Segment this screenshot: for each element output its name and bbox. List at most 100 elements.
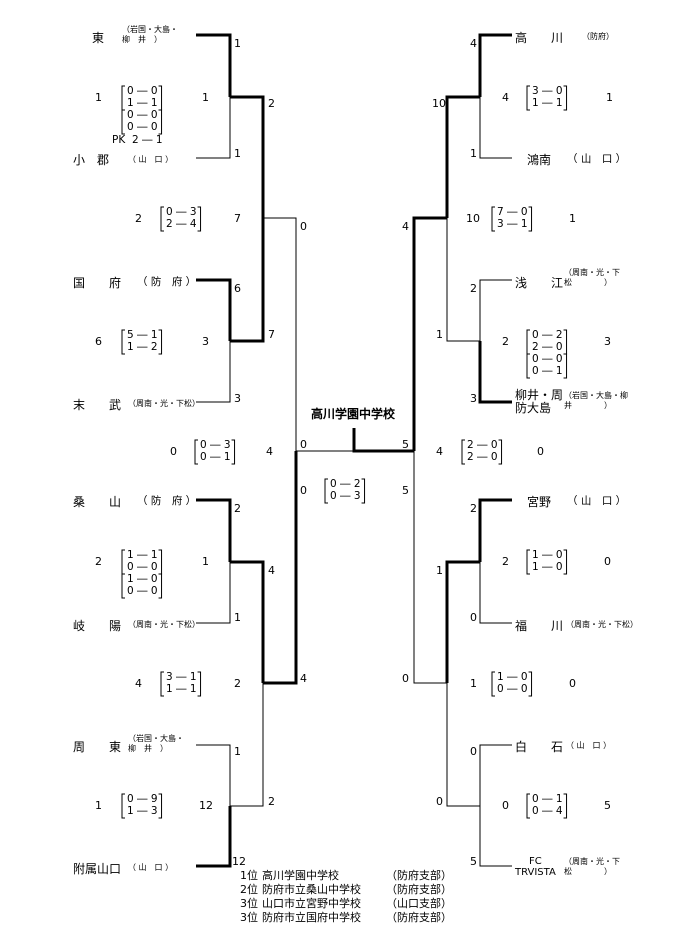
game-detail: 0 ― 0 (127, 109, 158, 121)
team-region: （ 山 口 ） (566, 741, 612, 750)
score-bracket (158, 109, 163, 135)
game-detail: 2 ― 0 (467, 451, 498, 463)
score: 2 (268, 795, 275, 808)
score: 2 (135, 212, 142, 225)
score-bracket (528, 671, 533, 697)
score-bracket (121, 85, 125, 111)
score-bracket (158, 793, 163, 819)
score: 2 (502, 335, 509, 348)
game-detail: 3 ― 1 (166, 671, 197, 683)
bracket-line (479, 562, 512, 624)
team-name: 国 府 (73, 276, 122, 290)
score-bracket (526, 329, 530, 355)
bracket-line (196, 562, 231, 624)
game-detail: 0 ― 4 (532, 805, 563, 817)
bracket-line (352, 428, 414, 453)
score-bracket (526, 549, 530, 575)
team-region: （防府） (582, 32, 614, 41)
score: 0 (300, 484, 307, 497)
score: 0 (402, 672, 409, 685)
score-bracket (563, 329, 568, 355)
team-name: 末 武 (73, 398, 122, 412)
score: 0 (300, 438, 307, 451)
game-detail: 1 ― 3 (127, 805, 158, 817)
score: 1 (569, 212, 576, 225)
game-detail: 2 ― 0 (532, 341, 563, 353)
score: 4 (402, 220, 409, 233)
score-bracket (160, 206, 164, 232)
score: 5 (402, 484, 409, 497)
score: 0 (300, 220, 307, 233)
bracket-line (413, 451, 447, 684)
score: 1 (470, 677, 477, 690)
score: 1 (234, 147, 241, 160)
score-bracket (197, 671, 202, 697)
team-name: 桑 山 (73, 495, 122, 509)
team-region: （ 防 府 ） (137, 276, 197, 288)
team-name: 鴻南 (527, 153, 552, 167)
rank-branch: （防府支部） (386, 883, 452, 896)
score-bracket (324, 478, 328, 504)
team-name: FC TRVISTA (515, 856, 556, 878)
team-region: （ 防 府 ） (137, 495, 197, 507)
score-bracket (231, 439, 236, 465)
score: 1 (234, 611, 241, 624)
score: 6 (234, 282, 241, 295)
team-name: 岐 陽 (73, 619, 122, 633)
game-detail: 1 ― 1 (127, 97, 158, 109)
score: 3 (470, 392, 477, 405)
bracket-line (230, 560, 265, 683)
team-region: （岩国・大島・ 柳 井 ） (122, 25, 178, 44)
score: 3 (202, 335, 209, 348)
score-bracket (158, 85, 163, 111)
score: 2 (470, 502, 477, 515)
score-bracket (526, 793, 530, 819)
score: 1 (202, 555, 209, 568)
team-region: （周南・光・下松） (128, 620, 200, 629)
bracket-line (445, 560, 480, 683)
score: 10 (466, 212, 480, 225)
game-detail: 1 ― 1 (532, 97, 563, 109)
rank-place: 2位 (240, 883, 258, 896)
bracket-line (196, 278, 232, 341)
rank-branch: （防府支部） (386, 869, 452, 882)
score: 4 (436, 445, 443, 458)
bracket-line (479, 97, 512, 159)
bracket-line (446, 683, 480, 807)
team-name: 白 石 (515, 740, 564, 754)
game-detail: 1 ― 2 (127, 341, 158, 353)
bracket-line (263, 217, 297, 451)
score: 0 (537, 445, 544, 458)
score-bracket (491, 671, 495, 697)
champion-label: 高川学園中学校 (311, 407, 396, 421)
game-detail: 2 ― 0 (467, 439, 498, 451)
game-detail: 0 ― 0 (127, 561, 158, 573)
score-bracket (491, 206, 495, 232)
bracket-line (479, 279, 512, 341)
game-detail: 0 ― 2 (330, 478, 361, 490)
score-bracket (526, 353, 530, 379)
team-region: （ 山 口 ） (128, 155, 174, 164)
team-name: 福 川 (515, 619, 564, 633)
score: 12 (199, 799, 213, 812)
bracket-line (478, 341, 512, 404)
bracket-line (196, 341, 231, 403)
score: 4 (268, 564, 275, 577)
score-bracket (197, 206, 202, 232)
game-detail: 1 ― 1 (127, 549, 158, 561)
bracket-line (478, 498, 512, 562)
team-name: 高 川 (515, 31, 564, 45)
score-bracket (194, 439, 198, 465)
game-detail: 1 ― 1 (166, 683, 197, 695)
score: 2 (95, 555, 102, 568)
team-region: （周南・光・下 松 ） (564, 268, 620, 287)
bracket-line (196, 806, 232, 868)
team-region: （岩国・大島・ 柳 井 ） (128, 734, 184, 753)
game-detail: 0 ― 0 (127, 85, 158, 97)
score: 1 (95, 799, 102, 812)
score: 4 (470, 37, 477, 50)
team-region: （ 山 口 ） (567, 153, 627, 165)
game-detail: 1 ― 0 (532, 561, 563, 573)
rank-branch: （山口支部） (386, 897, 452, 910)
